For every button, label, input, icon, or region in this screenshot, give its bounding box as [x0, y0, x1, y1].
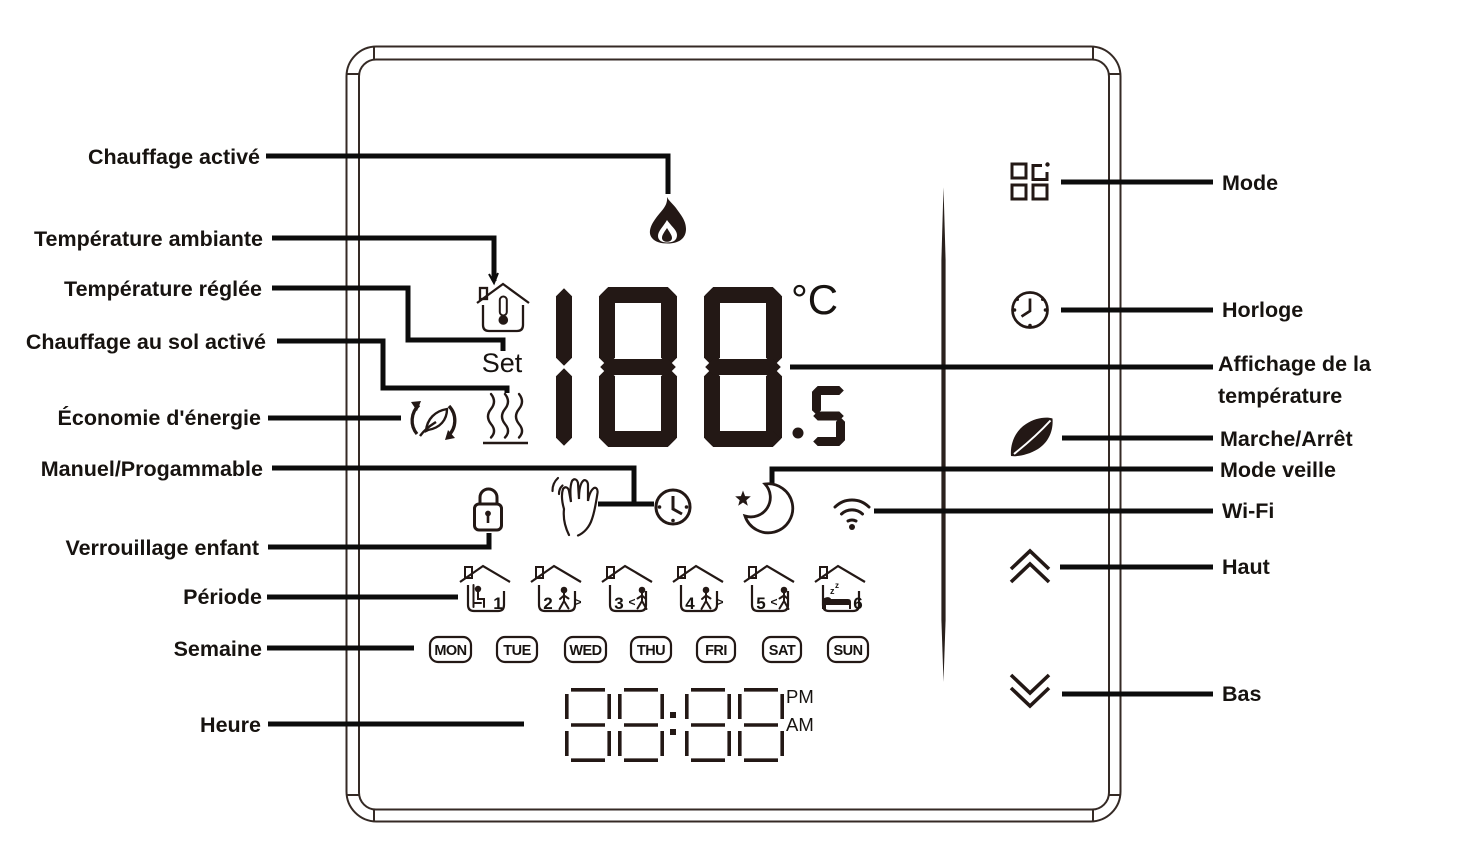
leader-ambient	[272, 235, 497, 281]
leader-set-temp	[272, 285, 506, 351]
leader-manual	[272, 465, 637, 504]
leaf-power-icon	[1010, 417, 1053, 457]
period-1-number: 1	[493, 594, 502, 613]
day-label-thu: THU	[637, 643, 665, 659]
label-floor-heating: Chauffage au sol activé	[26, 330, 266, 354]
leader-heating	[266, 153, 671, 194]
display-clock-icon	[654, 488, 692, 526]
period-4-marker: >	[716, 595, 723, 609]
day-pill-tue: TUE	[495, 635, 539, 664]
label-manual-programmable: Manuel/Progammable	[41, 457, 263, 481]
power-button[interactable]	[1010, 417, 1053, 457]
leader-lines	[266, 153, 1213, 727]
wifi-icon	[833, 498, 871, 530]
day-label-wed: WED	[569, 643, 601, 659]
period-3-number: 3	[614, 594, 623, 613]
label-bas: Bas	[1222, 682, 1261, 706]
label-haut: Haut	[1222, 555, 1270, 579]
label-temp-display-line2: température	[1218, 384, 1342, 408]
day-pill-sat: SAT	[761, 635, 803, 664]
label-child-lock: Verrouillage enfant	[65, 536, 259, 560]
floor-heating-icon	[483, 392, 528, 445]
day-label-tue: TUE	[503, 643, 531, 659]
period-3-marker: <	[628, 595, 635, 609]
clock-button[interactable]	[1011, 291, 1049, 329]
bed-icon	[822, 589, 852, 610]
label-heating-active: Chauffage activé	[88, 145, 260, 169]
day-pill-mon: MON	[428, 635, 473, 664]
down-button[interactable]	[1009, 673, 1051, 709]
period-5-number: 5	[756, 594, 765, 613]
label-sleep: Mode veille	[1220, 458, 1336, 482]
device-inner-border	[358, 58, 1110, 811]
label-temp-display-line1: Affichage de la	[1218, 352, 1372, 376]
label-heure: Heure	[200, 713, 261, 737]
period-6-number: 6	[853, 594, 862, 613]
right-labels: Mode Horloge Affichage de la température…	[1218, 171, 1372, 706]
label-mode: Mode	[1222, 171, 1278, 195]
moon-star-icon	[735, 482, 795, 535]
day-label-sun: SUN	[833, 643, 862, 659]
panel-separator	[941, 187, 946, 682]
device-outer-border	[345, 45, 1122, 823]
hand-icon	[551, 476, 599, 537]
week-days: MON TUE WED THU FRI SAT SUN	[428, 635, 870, 664]
chevrons-down-icon	[1009, 673, 1051, 709]
label-period: Période	[183, 585, 262, 609]
period-icons: 1 2 > 3 < 4 > 5 < z	[458, 564, 867, 613]
day-label-mon: MON	[434, 643, 466, 659]
period-3-return-icon: 3 <	[600, 564, 654, 613]
meridiem-am: AM	[786, 714, 814, 735]
left-labels: Chauffage activé Température ambiante Te…	[26, 145, 266, 737]
period-6-sleep-icon: z z 6	[813, 564, 867, 613]
period-1-home-icon: 1	[458, 564, 512, 613]
label-week: Semaine	[174, 637, 262, 661]
clock-icon	[1011, 291, 1049, 329]
period-5-marker: <	[770, 595, 777, 609]
period-4-number: 4	[685, 594, 695, 613]
flame-icon	[649, 197, 686, 244]
day-pill-fri: FRI	[695, 635, 737, 664]
leader-ambient-arrowhead	[488, 272, 499, 286]
mode-grid-icon	[1010, 162, 1050, 201]
house-thermometer-icon	[476, 282, 530, 333]
lock-icon	[473, 487, 503, 532]
mode-button[interactable]	[1010, 162, 1050, 201]
period-4-leave-icon: 4 >	[671, 564, 725, 613]
meridiem-pm: PM	[786, 686, 814, 707]
period-5-return-icon: 5 <	[742, 564, 796, 613]
energy-saving-icon	[410, 401, 457, 440]
label-power: Marche/Arrêt	[1220, 427, 1353, 451]
temperature-unit: °C	[791, 276, 838, 323]
day-label-sat: SAT	[769, 643, 796, 659]
temperature-display	[556, 287, 845, 447]
time-display	[564, 687, 785, 763]
label-ambient-temperature: Température ambiante	[34, 227, 263, 251]
frame-corner-ticks	[346, 46, 1121, 822]
leader-floor-heating	[277, 338, 510, 393]
chevrons-up-icon	[1009, 548, 1051, 584]
day-label-fri: FRI	[705, 643, 727, 659]
label-wifi: Wi-Fi	[1222, 499, 1274, 523]
label-set-temperature: Température réglée	[64, 277, 262, 301]
sleep-z1: z	[830, 586, 835, 596]
day-pill-wed: WED	[563, 635, 608, 664]
period-2-leave-icon: 2 >	[529, 564, 583, 613]
label-energy-saving: Économie d'énergie	[58, 405, 261, 430]
label-horloge: Horloge	[1222, 298, 1303, 322]
sleep-z2: z	[835, 581, 839, 590]
leader-sleep	[769, 466, 1213, 484]
leader-child-lock	[268, 533, 492, 550]
device-frame	[345, 45, 1122, 823]
day-pill-thu: THU	[629, 635, 673, 664]
set-label: Set	[482, 348, 523, 378]
up-button[interactable]	[1009, 548, 1051, 584]
day-pill-sun: SUN	[826, 635, 870, 664]
period-2-marker: >	[574, 595, 581, 609]
period-2-number: 2	[543, 594, 552, 613]
star-icon	[735, 490, 751, 506]
